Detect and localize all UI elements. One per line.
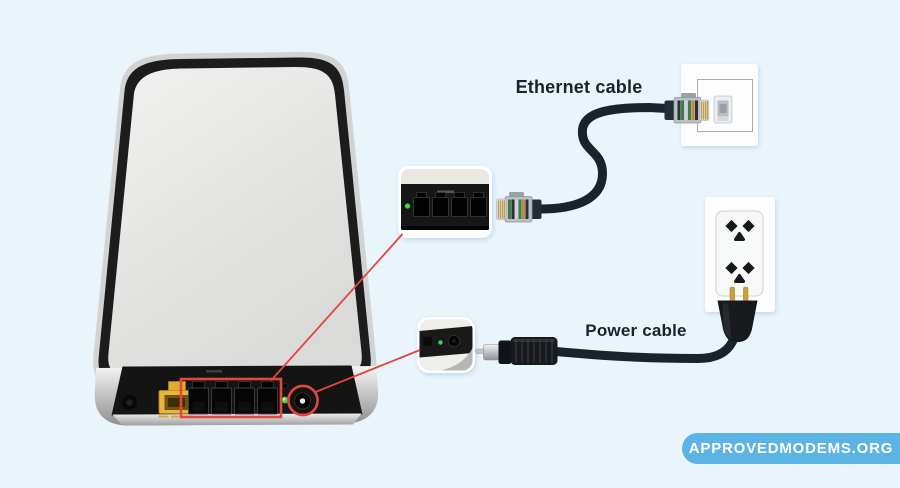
port-caption-text xyxy=(206,370,222,373)
site-badge-text: APPROVEDMODEMS.ORG xyxy=(688,440,894,457)
rj45-keystone-icon xyxy=(713,95,733,124)
ethernet-wall-jack xyxy=(681,64,758,146)
lan-ports-highlight-box xyxy=(179,377,283,419)
wan-port-yellow xyxy=(158,381,195,418)
router-face-panel xyxy=(108,67,362,374)
power-wall-outlet xyxy=(705,197,775,312)
led-green-icon xyxy=(404,203,411,209)
dc-barrel-plug xyxy=(475,337,558,365)
wifi-router xyxy=(93,52,379,426)
power-port-callout xyxy=(417,317,475,373)
ethernet-cable-wire xyxy=(536,102,673,214)
sync-button xyxy=(121,394,138,411)
power-port-highlight-circle xyxy=(287,384,319,417)
power-led-icon xyxy=(281,396,289,404)
lan-ports xyxy=(188,381,278,415)
ethernet-cable-label: Ethernet cable xyxy=(515,77,643,97)
power-plug xyxy=(717,286,758,342)
site-badge: APPROVEDMODEMS.ORG xyxy=(682,433,900,464)
rj45-connector-lan-icon xyxy=(496,192,542,223)
power-cable-label: Power cable xyxy=(585,321,687,340)
led-green-icon xyxy=(438,340,443,345)
rj45-connector-wall-icon xyxy=(664,93,710,124)
power-callout-leader-line xyxy=(315,349,421,393)
lan-ports-callout xyxy=(398,166,492,238)
lan-port-openings xyxy=(413,192,487,217)
dc-power-port xyxy=(294,392,311,410)
lan-callout-leader-line xyxy=(270,233,404,382)
